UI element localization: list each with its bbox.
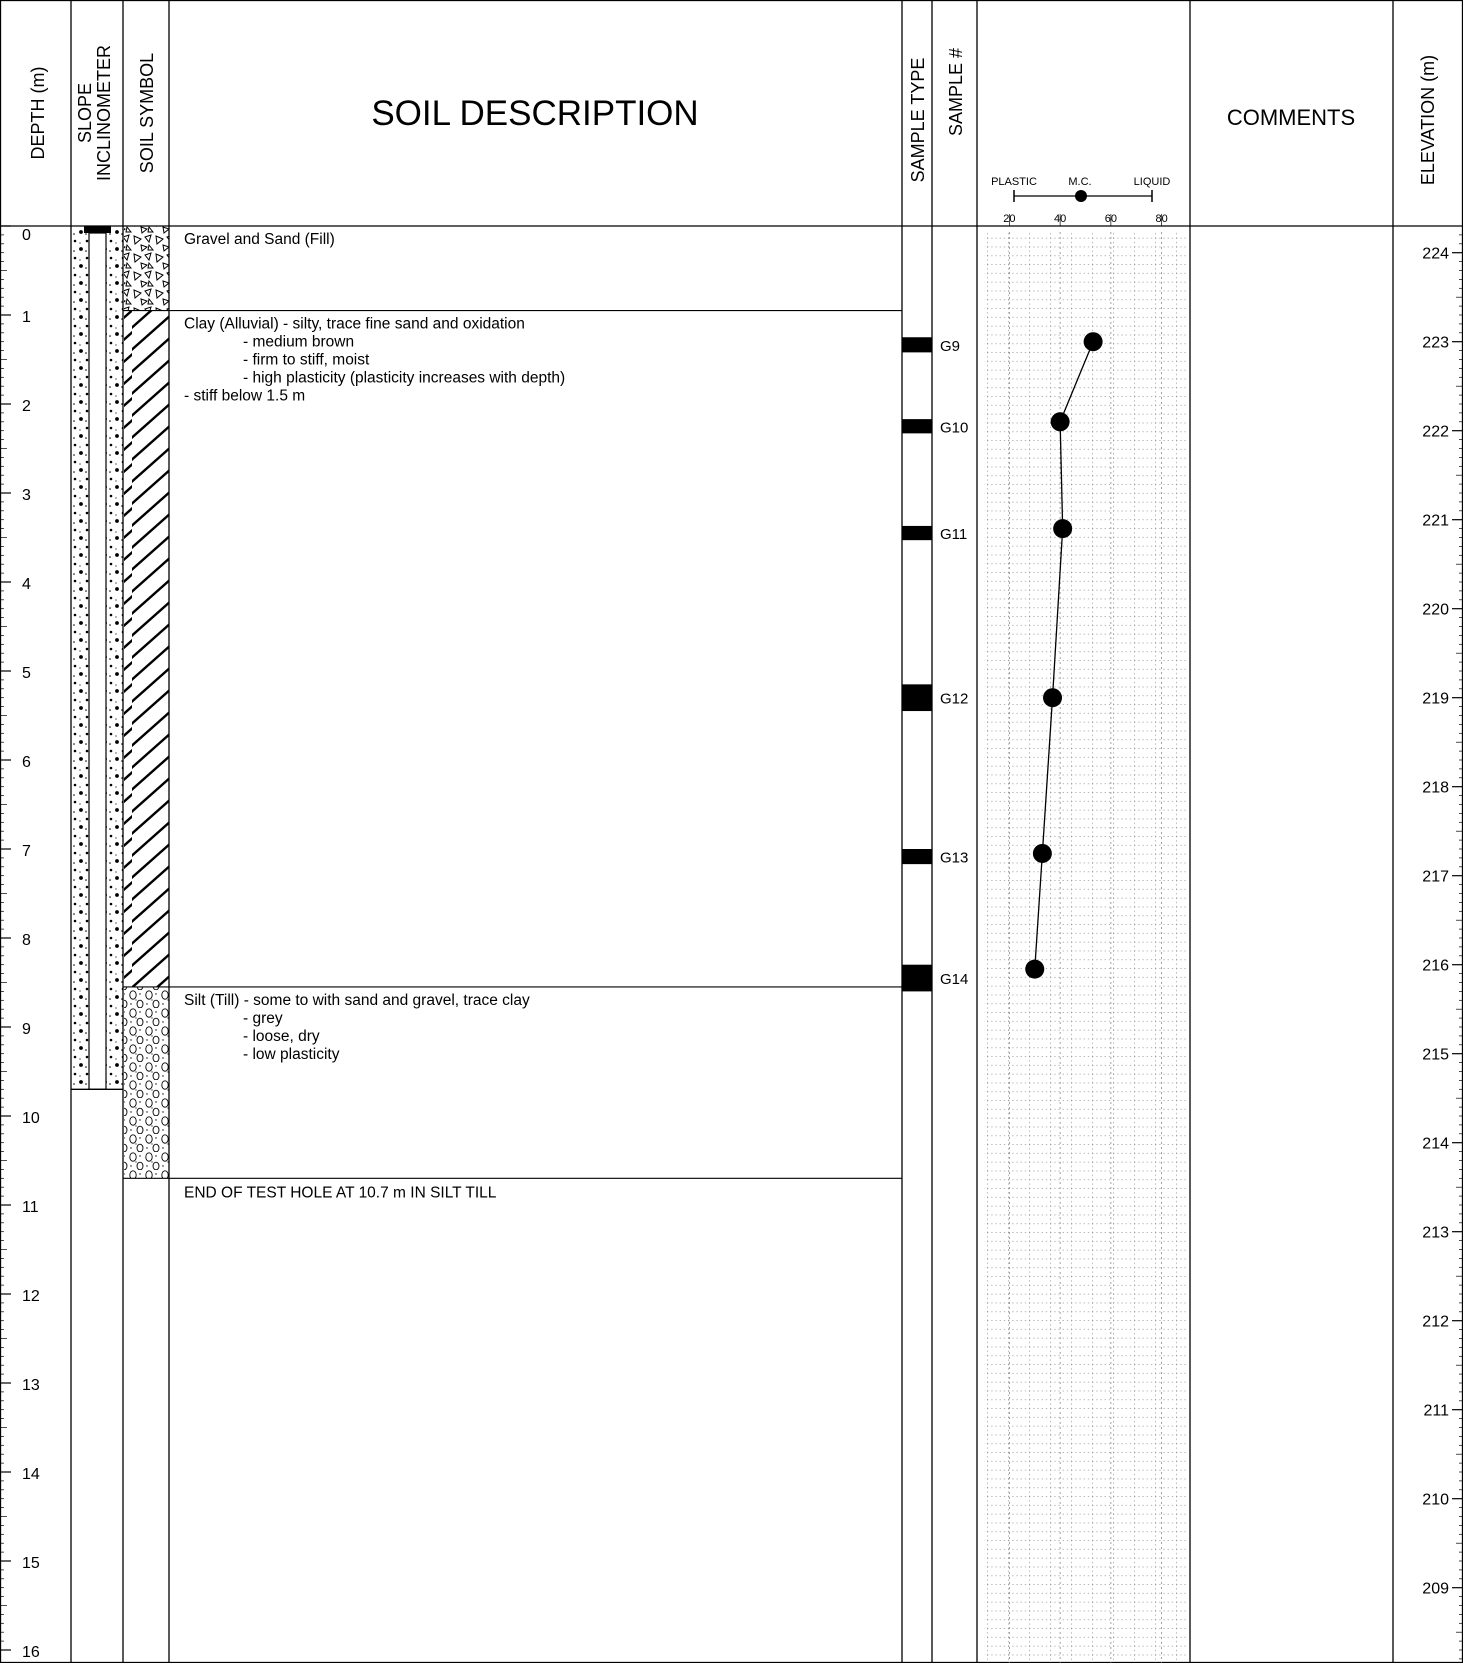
elevation-label: 211 — [1423, 1403, 1449, 1420]
depth-label: 0 — [22, 227, 31, 244]
sample-type-column — [902, 337, 932, 992]
moisture-point — [1053, 519, 1073, 539]
moisture-point — [1032, 843, 1052, 863]
description-line: Gravel and Sand (Fill) — [184, 231, 335, 248]
legend-scale-label: 20 — [1003, 213, 1015, 225]
sample-id: G12 — [940, 691, 968, 708]
elevation-label: 224 — [1422, 246, 1449, 263]
depth-label: 10 — [22, 1110, 40, 1127]
elevation-label: 222 — [1422, 424, 1449, 441]
soil-symbol-column — [124, 226, 169, 1179]
elevation-label: 218 — [1422, 780, 1449, 797]
moisture-grid — [984, 232, 1187, 1663]
elevation-label: 220 — [1422, 602, 1449, 619]
moisture-series-line — [1034, 341, 1094, 970]
elevation-label: 215 — [1422, 1047, 1449, 1064]
legend-scale-label: 80 — [1156, 213, 1168, 225]
moisture-point — [1043, 688, 1063, 708]
header-inclinometer-line1: SLOPE — [75, 83, 95, 143]
legend-mc-marker — [1075, 190, 1087, 202]
elevation-label: 213 — [1422, 1225, 1449, 1242]
description-line: Silt (Till) - some to with sand and grav… — [184, 992, 530, 1009]
depth-label: 5 — [22, 665, 31, 682]
description-line: - medium brown — [243, 334, 354, 351]
sample-marker — [902, 337, 932, 353]
description-line: Clay (Alluvial) - silty, trace fine sand… — [184, 316, 525, 333]
header-soil-description: SOIL DESCRIPTION — [371, 94, 698, 133]
description-line: - stiff below 1.5 m — [184, 388, 305, 405]
legend-mc-label: M.C. — [1068, 176, 1091, 188]
elevation-label: 209 — [1422, 1581, 1449, 1598]
elevation-label: 223 — [1422, 335, 1449, 352]
depth-label: 9 — [22, 1021, 31, 1038]
sample-id: G13 — [940, 850, 968, 867]
end-of-hole-text: END OF TEST HOLE AT 10.7 m IN SILT TILL — [184, 1184, 497, 1201]
sample-marker — [902, 525, 932, 541]
depth-label: 11 — [22, 1199, 39, 1216]
depth-label: 16 — [22, 1644, 40, 1661]
inclinometer-casing — [88, 232, 107, 1090]
depth-label: 14 — [22, 1466, 40, 1483]
sample-marker — [902, 849, 932, 865]
header-depth: DEPTH (m) — [28, 67, 48, 160]
elevation-label: 217 — [1422, 869, 1449, 886]
soil-symbol-clay — [124, 310, 169, 987]
sample-id: G11 — [940, 526, 967, 543]
inclinometer-column — [71, 226, 123, 1090]
description-line: - grey — [243, 1010, 283, 1027]
depth-label: 4 — [22, 576, 31, 593]
soil-description-column: Gravel and Sand (Fill) Clay (Alluvial) - … — [123, 231, 902, 1201]
depth-label: 15 — [22, 1555, 40, 1572]
elevation-label: 214 — [1422, 1136, 1449, 1153]
depth-label: 8 — [22, 932, 31, 949]
depth-label: 13 — [22, 1377, 40, 1394]
sample-id: G14 — [940, 971, 968, 988]
depth-label: 6 — [22, 754, 31, 771]
soil-symbol-till — [124, 986, 169, 1179]
header-sample-number: SAMPLE # — [946, 48, 966, 136]
moisture-point — [1025, 959, 1045, 979]
description-line: - high plasticity (plasticity increases … — [243, 370, 565, 387]
elevation-label: 216 — [1422, 958, 1449, 975]
elevation-label: 210 — [1422, 1492, 1449, 1509]
inclinometer-cap — [84, 226, 111, 233]
depth-label: 3 — [22, 487, 31, 504]
sample-marker — [902, 419, 932, 434]
description-line: - low plasticity — [243, 1046, 340, 1063]
elevation-scale: 224 223 222 221 220 219 218 217 216 215 214 213 212 2… — [1422, 225, 1463, 1660]
header-sample-type: SAMPLE TYPE — [908, 58, 928, 183]
legend-liquid-label: LIQUID — [1134, 176, 1171, 188]
legend-scale-label: 60 — [1105, 213, 1117, 225]
depth-label: 12 — [22, 1288, 40, 1305]
sample-marker — [902, 684, 932, 712]
legend-plastic-label: PLASTIC — [991, 176, 1037, 188]
moisture-content-plot — [984, 232, 1187, 1663]
elevation-label: 212 — [1422, 1314, 1449, 1331]
header-soil-symbol: SOIL SYMBOL — [137, 53, 157, 173]
moisture-legend: PLASTIC M.C. LIQUID 20 40 60 80 — [991, 176, 1170, 226]
moisture-point — [1050, 412, 1070, 432]
header-elevation: ELEVATION (m) — [1418, 55, 1438, 185]
soil-symbol-fill — [124, 226, 169, 311]
depth-label: 7 — [22, 843, 31, 860]
depth-label: 1 — [22, 309, 31, 326]
depth-label: 2 — [22, 398, 31, 415]
column-headers: DEPTH (m) SLOPE INCLINOMETER SOIL SYMBOL… — [28, 45, 1438, 185]
elevation-label: 221 — [1422, 513, 1449, 530]
elevation-label: 219 — [1422, 691, 1449, 708]
sample-id: G9 — [940, 338, 960, 355]
description-line: - firm to stiff, moist — [243, 352, 370, 369]
moisture-point — [1083, 332, 1103, 352]
header-inclinometer-line2: INCLINOMETER — [94, 45, 114, 181]
sample-id: G10 — [940, 419, 968, 436]
legend-scale-label: 40 — [1054, 213, 1066, 225]
header-comments: COMMENTS — [1227, 105, 1355, 130]
sample-marker — [902, 964, 932, 992]
description-line: - loose, dry — [243, 1028, 320, 1045]
